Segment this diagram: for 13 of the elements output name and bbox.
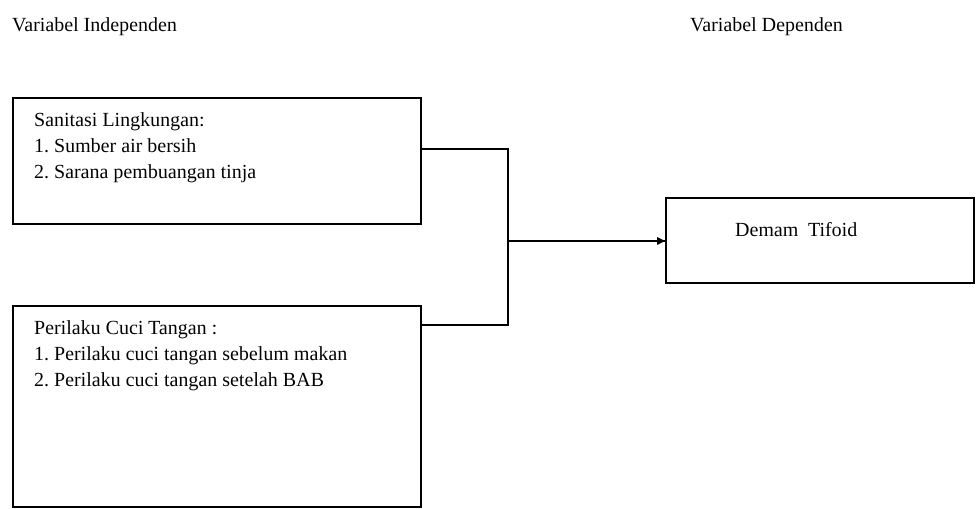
box-heading: Perilaku Cuci Tangan : xyxy=(34,316,218,341)
box-heading: Demam Tifoid xyxy=(735,218,858,243)
list-item: 2. Sarana pembuangan tinja xyxy=(34,160,258,185)
list-item: 1. Sumber air bersih xyxy=(34,134,198,159)
connector-arrow xyxy=(422,237,665,326)
column-heading: Variabel Dependen xyxy=(690,14,843,37)
list-item: 2. Perilaku cuci tangan setelah BAB xyxy=(34,368,325,393)
column-heading: Variabel Independen xyxy=(12,14,177,37)
list-item: 1. Perilaku cuci tangan sebelum makan xyxy=(34,342,348,367)
concept-box xyxy=(12,305,422,508)
concept-box xyxy=(12,97,422,225)
concept-box xyxy=(665,197,975,284)
box-heading: Sanitasi Lingkungan: xyxy=(34,108,206,133)
